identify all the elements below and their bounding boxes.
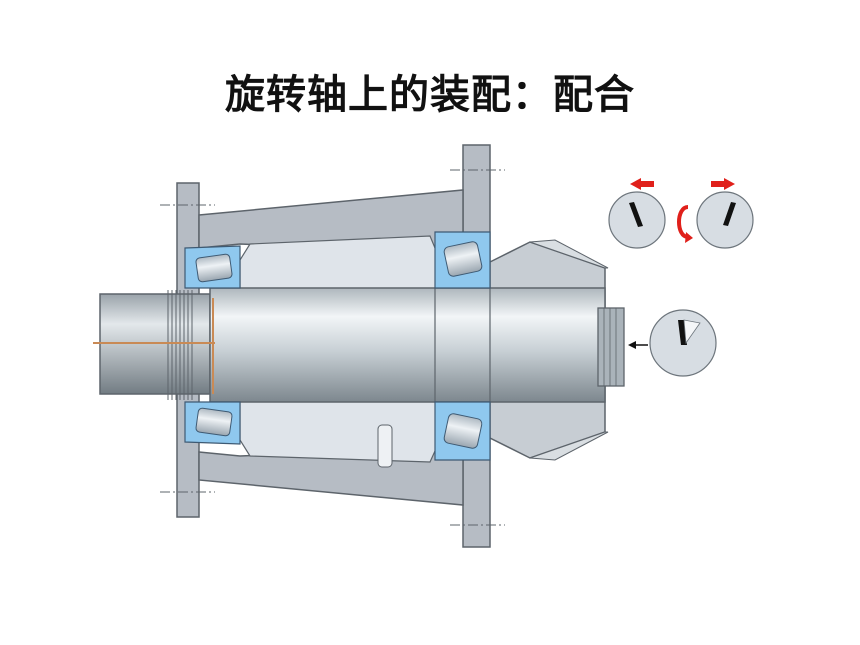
slide-title: 旋转轴上的装配：配合 — [225, 71, 635, 118]
load-indicator-left — [608, 191, 666, 249]
bearing-left-top — [184, 245, 241, 289]
arrow-left-icon — [630, 178, 654, 190]
bearing-right-bottom — [434, 401, 491, 461]
arrow-right-icon — [711, 178, 735, 190]
bearing-left-bottom — [184, 401, 241, 445]
bearing-right-top — [434, 231, 491, 289]
rotation-arrow-icon — [677, 205, 693, 243]
load-indicator-bottom — [649, 309, 717, 377]
load-pointer-icon — [628, 341, 648, 349]
load-indicator-right — [696, 191, 754, 249]
shaft — [93, 287, 625, 403]
